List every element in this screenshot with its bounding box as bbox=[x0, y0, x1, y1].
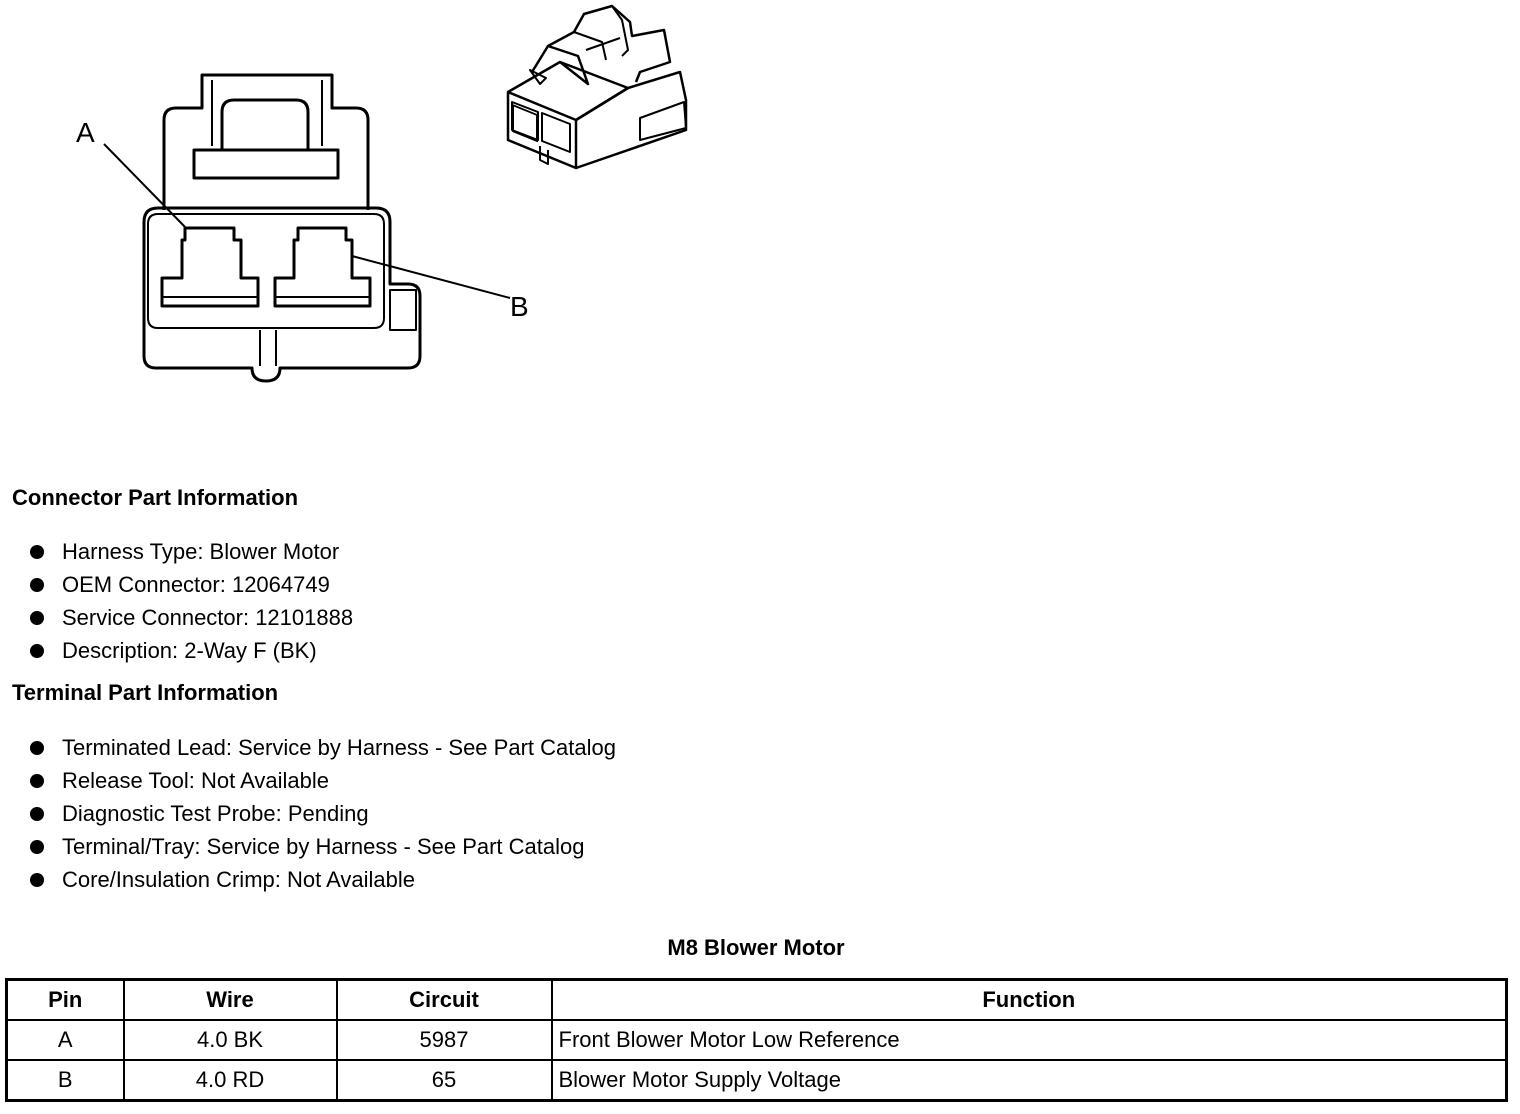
pin-label-b: B bbox=[510, 291, 529, 322]
bullet-icon bbox=[30, 578, 44, 592]
connector-latch-housing bbox=[162, 73, 370, 210]
list-item-text: Diagnostic Test Probe: Pending bbox=[62, 801, 369, 826]
list-item-text: Terminal/Tray: Service by Harness - See … bbox=[62, 834, 585, 859]
connector-main-housing bbox=[142, 206, 422, 383]
pin-label-a: A bbox=[76, 117, 95, 148]
table-row: B 4.0 RD 65 Blower Motor Supply Voltage bbox=[5, 1059, 1508, 1102]
list-item: Service Connector: 12101888 bbox=[28, 604, 353, 637]
list-item: Terminated Lead: Service by Harness - Se… bbox=[28, 734, 616, 767]
cell-pin: A bbox=[5, 1019, 125, 1061]
connector-part-info-heading: Connector Part Information bbox=[12, 485, 299, 510]
terminal-cavity-a bbox=[160, 226, 260, 308]
cell-wire: 4.0 BK bbox=[122, 1019, 338, 1061]
cell-pin: B bbox=[5, 1059, 125, 1102]
connector-part-info-list: Harness Type: Blower Motor OEM Connector… bbox=[28, 538, 353, 670]
pin-table-title: M8 Blower Motor bbox=[667, 935, 845, 960]
cell-function: Blower Motor Supply Voltage bbox=[550, 1059, 1508, 1102]
list-item-text: Release Tool: Not Available bbox=[62, 768, 330, 793]
bullet-icon bbox=[30, 774, 44, 788]
terminal-cavity-b bbox=[273, 226, 372, 308]
header-wire: Wire bbox=[122, 978, 338, 1021]
table-row: A 4.0 BK 5987 Front Blower Motor Low Ref… bbox=[5, 1019, 1508, 1061]
cell-function: Front Blower Motor Low Reference bbox=[550, 1019, 1508, 1061]
list-item-text: Core/Insulation Crimp: Not Available bbox=[62, 867, 415, 892]
bullet-icon bbox=[30, 545, 44, 559]
bullet-icon bbox=[30, 807, 44, 821]
connector-latch-tab bbox=[192, 148, 340, 180]
bullet-icon bbox=[30, 644, 44, 658]
header-function: Function bbox=[550, 978, 1508, 1021]
bullet-icon bbox=[30, 840, 44, 854]
leader-line-b bbox=[351, 255, 511, 299]
list-item-text: Description: 2-Way F (BK) bbox=[62, 638, 317, 663]
list-item: Core/Insulation Crimp: Not Available bbox=[28, 866, 616, 899]
connector-face-diagram: A B bbox=[76, 73, 529, 383]
list-item-text: Service Connector: 12101888 bbox=[62, 605, 354, 630]
leader-line-a bbox=[103, 143, 187, 229]
terminal-part-info-heading: Terminal Part Information bbox=[12, 680, 279, 705]
header-pin: Pin bbox=[5, 978, 125, 1021]
cell-circuit: 5987 bbox=[335, 1019, 553, 1061]
list-item-text: OEM Connector: 12064749 bbox=[62, 572, 330, 597]
list-item: Terminal/Tray: Service by Harness - See … bbox=[28, 833, 616, 866]
bullet-icon bbox=[30, 611, 44, 625]
bullet-icon bbox=[30, 741, 44, 755]
list-item: Harness Type: Blower Motor bbox=[28, 538, 353, 571]
list-item: Release Tool: Not Available bbox=[28, 767, 616, 800]
bullet-icon bbox=[30, 873, 44, 887]
cell-circuit: 65 bbox=[335, 1059, 553, 1102]
cell-wire: 4.0 RD bbox=[122, 1059, 338, 1102]
terminal-part-info-list: Terminated Lead: Service by Harness - Se… bbox=[28, 734, 616, 899]
connector-isometric-illustration bbox=[506, 4, 688, 170]
header-circuit: Circuit bbox=[335, 978, 553, 1021]
list-item: Diagnostic Test Probe: Pending bbox=[28, 800, 616, 833]
list-item-text: Terminated Lead: Service by Harness - Se… bbox=[62, 735, 616, 760]
table-header-row: Pin Wire Circuit Function bbox=[5, 978, 1508, 1021]
list-item: Description: 2-Way F (BK) bbox=[28, 637, 353, 670]
list-item-text: Harness Type: Blower Motor bbox=[62, 539, 340, 564]
list-item: OEM Connector: 12064749 bbox=[28, 571, 353, 604]
pin-table: Pin Wire Circuit Function A 4.0 BK 5987 … bbox=[5, 978, 1508, 1102]
